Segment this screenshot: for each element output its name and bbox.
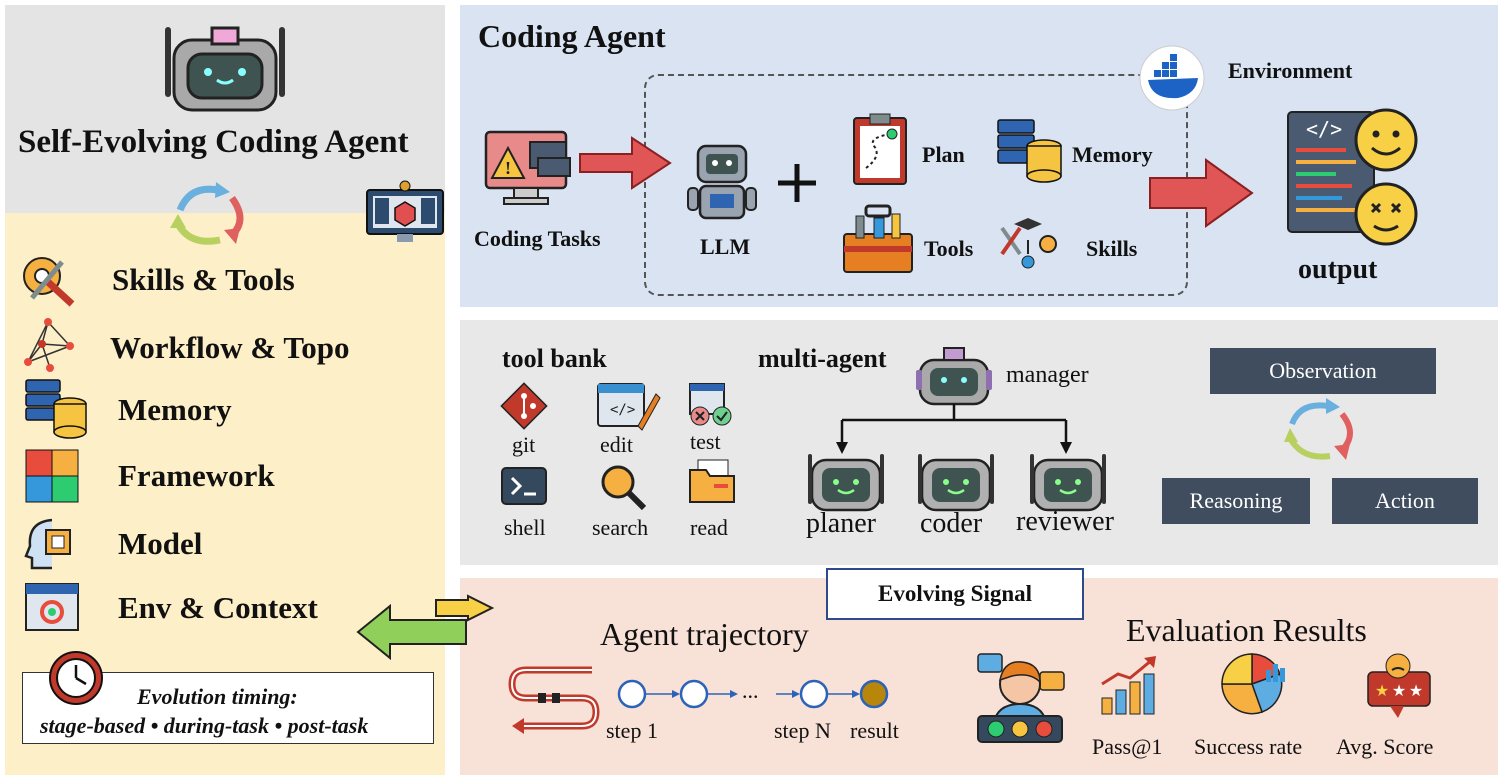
tool-label-search: search <box>592 515 649 540</box>
svg-text:!: ! <box>505 158 511 178</box>
bidirectional-arrow <box>356 594 495 661</box>
svg-text:★: ★ <box>1392 683 1406 700</box>
multi-agent-title: multi-agent <box>758 344 887 373</box>
action-box: Action <box>1332 478 1478 524</box>
edit-icon: </> <box>597 383 661 431</box>
output-label: output <box>1298 254 1378 285</box>
tool-label-read: read <box>690 515 728 540</box>
metric-label-avg-score: Avg. Score <box>1336 734 1434 759</box>
environment-label: Environment <box>1228 58 1353 83</box>
monitor-config-icon <box>366 180 444 242</box>
shell-icon <box>501 467 547 505</box>
left-title: Self-Evolving Coding Agent <box>18 124 409 160</box>
coding-tasks-icon: ! <box>484 130 571 205</box>
coding-agent-title: Coding Agent <box>478 18 666 54</box>
react-cycle-icon <box>1284 398 1353 460</box>
left-item-label: Workflow & Topo <box>110 330 350 365</box>
svg-text:</>: </> <box>1306 117 1342 141</box>
agent-trajectory-title: Agent trajectory <box>600 616 809 652</box>
feedback-person-icon <box>977 653 1065 743</box>
workflow-topo-icon <box>24 318 74 372</box>
step-node <box>617 679 647 709</box>
step-node <box>799 679 829 709</box>
model-icon <box>24 518 71 570</box>
tool-label-edit: edit <box>600 432 633 457</box>
robot-head-icon <box>165 26 285 112</box>
evaluation-results-title: Evaluation Results <box>1126 612 1367 648</box>
evolving-signal-title: Evolving Signal <box>826 568 1084 620</box>
skills-tools-icon <box>23 257 75 307</box>
coder-robot-icon <box>918 454 994 512</box>
left-item-label: Env & Context <box>118 590 318 625</box>
evolve-cycle-icon <box>170 182 244 245</box>
manager-robot-icon <box>916 347 992 406</box>
code-output-icon: </> <box>1287 108 1418 246</box>
agent-label-reviewer: reviewer <box>1016 506 1114 537</box>
read-folder-icon <box>689 459 735 503</box>
trajectory-chain <box>617 679 889 709</box>
timing-text: stage-based • during-task • post-task <box>40 713 369 738</box>
left-item-label: Framework <box>118 458 275 493</box>
git-icon <box>500 382 548 430</box>
output-arrow <box>1149 158 1254 228</box>
llm-label: LLM <box>700 234 751 259</box>
reviewer-robot-icon <box>1030 454 1106 512</box>
trajectory-path-icon <box>508 666 600 734</box>
tool-label-shell: shell <box>504 515 546 540</box>
plan-clipboard-icon <box>853 113 907 185</box>
plus-icon <box>778 164 816 202</box>
svg-text:★: ★ <box>1375 683 1389 700</box>
observation-box: Observation <box>1210 348 1436 394</box>
agent-label-coder: coder <box>920 508 983 539</box>
skills-icon <box>1000 218 1057 269</box>
reasoning-box: Reasoning <box>1162 478 1310 524</box>
step-node <box>679 679 709 709</box>
docker-icon <box>1139 45 1205 111</box>
success-rate-pie-icon <box>1221 653 1285 715</box>
skills-label: Skills <box>1086 236 1138 261</box>
plan-label: Plan <box>922 142 965 167</box>
svg-text:</>: </> <box>610 402 635 418</box>
env-context-icon <box>25 583 79 631</box>
manager-label: manager <box>1006 362 1089 388</box>
pass-at-1-chart-icon <box>1101 656 1156 715</box>
left-item-label: Model <box>118 526 203 561</box>
step-n-label: step N <box>774 718 831 743</box>
agent-tree-connector <box>836 404 1072 454</box>
left-item-label: Skills & Tools <box>112 262 295 297</box>
tool-label-git: git <box>512 432 536 457</box>
agent-label-planer: planer <box>806 508 876 539</box>
left-item-label: Memory <box>118 392 232 427</box>
svg-text:★: ★ <box>1409 683 1423 700</box>
metric-label-pass1: Pass@1 <box>1092 734 1163 759</box>
framework-icon <box>25 449 79 503</box>
metric-label-success-rate: Success rate <box>1194 734 1303 759</box>
llm-robot-icon <box>687 144 757 220</box>
memory-db-icon <box>997 119 1062 183</box>
trajectory-ellipsis: ... <box>742 678 759 703</box>
memory-label: Memory <box>1072 142 1153 167</box>
input-arrow <box>579 136 672 190</box>
result-label: result <box>850 718 899 743</box>
tool-bank-title: tool bank <box>502 344 607 373</box>
tools-label: Tools <box>924 236 974 261</box>
tool-label-test: test <box>690 429 721 454</box>
test-icon <box>689 383 732 426</box>
coding-tasks-label: Coding Tasks <box>474 226 601 251</box>
planer-robot-icon <box>808 454 884 512</box>
result-node <box>859 679 889 709</box>
toolbox-icon <box>843 204 913 273</box>
avg-score-rating-icon: ★ ★ ★ <box>1367 653 1431 718</box>
step-1-label: step 1 <box>606 718 658 743</box>
search-icon <box>601 465 647 511</box>
memory-icon <box>25 379 87 439</box>
clock-icon <box>49 651 103 705</box>
timing-title: Evolution timing: <box>137 684 298 709</box>
